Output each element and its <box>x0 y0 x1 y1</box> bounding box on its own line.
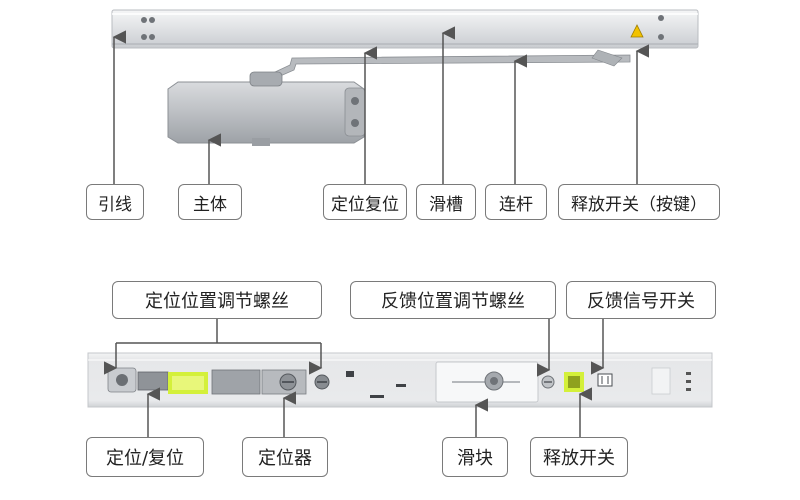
top-rail <box>111 9 699 49</box>
label-slider: 滑块 <box>442 437 508 477</box>
label-release-switch: 释放开关 <box>530 437 628 477</box>
label-positioning-screw: 定位位置调节螺丝 <box>112 281 322 319</box>
link-rod <box>257 49 631 85</box>
rail-end-cap <box>651 367 691 395</box>
position-reset-mechanism <box>107 367 330 395</box>
rail-slots <box>346 371 406 398</box>
feedback-switch-part <box>597 373 613 387</box>
warning-icon <box>630 24 644 38</box>
label-position-reset-bottom: 定位/复位 <box>86 437 204 477</box>
top-arrows <box>112 26 650 184</box>
label-feedback-switch: 反馈信号开关 <box>566 281 716 319</box>
label-link-rod: 连杆 <box>485 184 547 220</box>
label-slide-groove: 滑槽 <box>416 184 476 220</box>
label-feedback-screw: 反馈位置调节螺丝 <box>350 281 556 319</box>
label-release-switch-button: 释放开关（按键） <box>558 184 720 220</box>
release-switch-part <box>564 372 584 392</box>
slider-block <box>435 361 539 403</box>
label-positioner: 定位器 <box>242 437 328 477</box>
label-position-reset: 定位复位 <box>323 184 407 220</box>
feedback-screw <box>541 375 555 389</box>
closer-main-body <box>167 71 366 146</box>
bottom-arrows <box>103 319 605 437</box>
label-pull-wire: 引线 <box>86 184 144 220</box>
label-main-body: 主体 <box>178 184 242 220</box>
